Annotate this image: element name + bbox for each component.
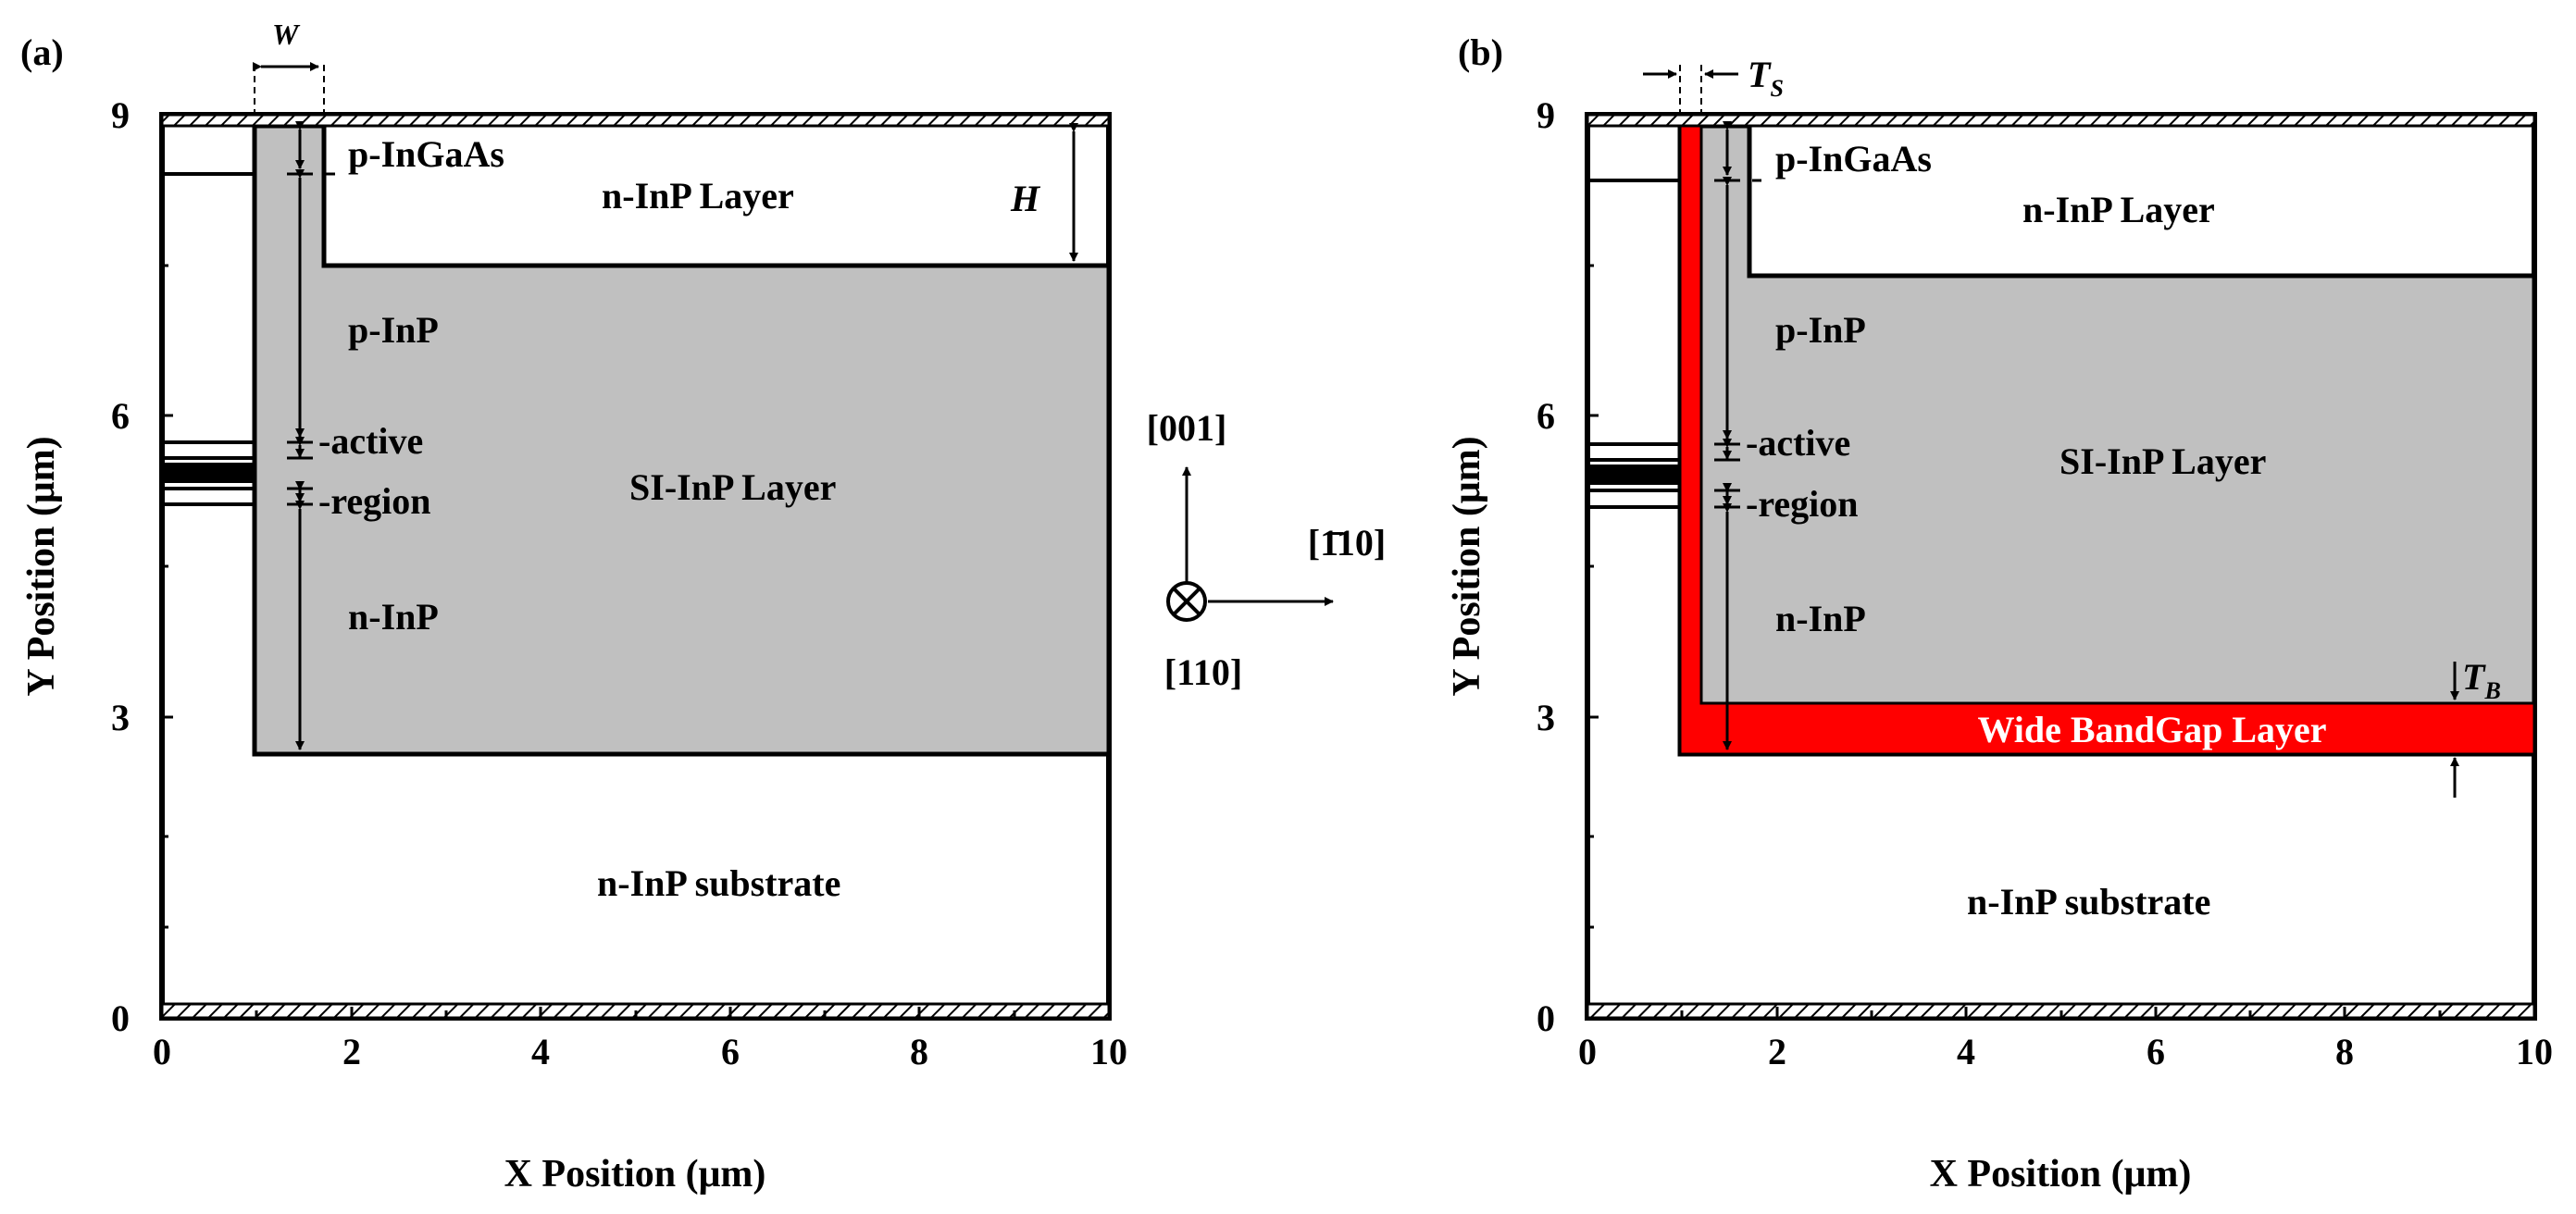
panel-b-x-tick: 4 [1957, 1031, 1975, 1072]
panel-b-ridge-layers [1587, 179, 1680, 509]
panel-a-y-axis-label: Y Position (μm) [20, 436, 63, 696]
panel-a-x-tick: 8 [910, 1031, 928, 1072]
panel-b-x-tick: 8 [2335, 1031, 2354, 1072]
panel-b-label-active: -active [1746, 422, 1850, 464]
crystal-orientation-legend: [001] [1̄10] [110] [1147, 407, 1387, 693]
panel-a-width-label: W [272, 18, 301, 51]
panel-b-label-p-ingaas: p-InGaAs [1775, 138, 1932, 180]
panel-a-x-tick: 4 [531, 1031, 550, 1072]
panel-a-label-p-ingaas: p-InGaAs [348, 133, 504, 175]
panel-a-x-tick-labels: 0 2 4 6 8 10 [153, 1031, 1127, 1072]
panel-a-top-contact [160, 113, 1111, 128]
panel-a-label-n-inp: n-InP [348, 596, 439, 638]
panel-b-x-tick: 2 [1768, 1031, 1786, 1072]
panel-b-label-substrate: n-InP substrate [1967, 881, 2210, 923]
panel-b-x-axis [1586, 1007, 2536, 1018]
panel-b-tag: (b) [1458, 31, 1503, 73]
panel-a-label-p-inp: p-InP [348, 309, 439, 351]
panel-a-width-marker: W [253, 18, 325, 115]
panel-a-x-tick: 2 [342, 1031, 361, 1072]
panel-a-label-substrate: n-InP substrate [597, 862, 840, 904]
panel-a-y-tick: 0 [111, 997, 130, 1039]
panel-b-layer-arrows [1714, 121, 1740, 750]
panel-b-y-axis [1587, 113, 1599, 1020]
panel-b-label-p-inp: p-InP [1775, 309, 1866, 351]
panel-a-height-label: H [1010, 178, 1041, 219]
panel-a-y-tick: 6 [111, 395, 130, 437]
panel-b-y-tick: 0 [1537, 997, 1555, 1039]
orientation-up-label: [001] [1147, 407, 1227, 449]
panel-a-y-tick: 3 [111, 697, 130, 738]
panel-a-x-axis [160, 1007, 1111, 1018]
panel-a-x-axis-label: X Position (μm) [504, 1153, 766, 1195]
panel-a-x-tick: 10 [1090, 1031, 1127, 1072]
panel-a-label-n-inp-layer: n-InP Layer [602, 175, 794, 217]
panel-b-x-tick: 0 [1578, 1031, 1597, 1072]
panel-a-label-active: -active [318, 420, 423, 462]
panel-b: (b) [1446, 31, 2553, 1195]
panel-b-y-tick: 6 [1537, 395, 1555, 437]
panel-b-x-tick: 6 [2147, 1031, 2165, 1072]
panel-b-bottom-thickness-label: TB [2462, 656, 2501, 704]
panel-b-label-n-inp: n-InP [1775, 598, 1866, 639]
panel-b-x-axis-label: X Position (μm) [1930, 1153, 2192, 1195]
panel-b-y-tick: 9 [1537, 94, 1555, 136]
panel-a-x-tick: 6 [721, 1031, 740, 1072]
panel-a: (a) [20, 18, 1127, 1195]
panel-b-label-si-inp-layer: SI-InP Layer [2060, 440, 2266, 482]
panel-a-y-tick: 9 [111, 94, 130, 136]
orientation-into-label: [110] [1164, 651, 1242, 693]
orientation-right-label: [1̄10] [1308, 522, 1386, 564]
panel-b-side-thickness-label: TS [1748, 54, 1784, 102]
panel-b-label-wide-bandgap: Wide BandGap Layer [1977, 709, 2326, 750]
panel-b-y-tick: 3 [1537, 697, 1555, 738]
panel-b-y-axis-label: Y Position (μm) [1446, 436, 1488, 696]
panel-a-tag: (a) [20, 31, 64, 73]
panel-a-layer-arrows [287, 121, 313, 756]
panel-b-y-tick-labels: 0 3 6 9 [1537, 94, 1555, 1039]
panel-b-bottom-thickness-marker: TB [2450, 656, 2501, 798]
panel-b-label-n-inp-layer: n-InP Layer [2022, 189, 2215, 230]
panel-a-ridge-layers [162, 172, 255, 506]
panel-b-top-contact [1586, 113, 2536, 128]
panel-a-y-axis [162, 113, 173, 1020]
panel-b-label-region: -region [1746, 483, 1858, 525]
panel-a-label-region: -region [318, 480, 430, 522]
panel-a-label-si-inp-layer: SI-InP Layer [629, 466, 836, 508]
panel-b-x-tick-labels: 0 2 4 6 8 10 [1578, 1031, 2553, 1072]
panel-a-x-tick: 0 [153, 1031, 171, 1072]
panel-a-height-marker: H [1010, 123, 1092, 262]
panel-b-side-thickness-marker: TS [1643, 54, 1784, 115]
panel-a-y-tick-labels: 0 3 6 9 [111, 94, 130, 1039]
panel-b-x-tick: 10 [2516, 1031, 2553, 1072]
